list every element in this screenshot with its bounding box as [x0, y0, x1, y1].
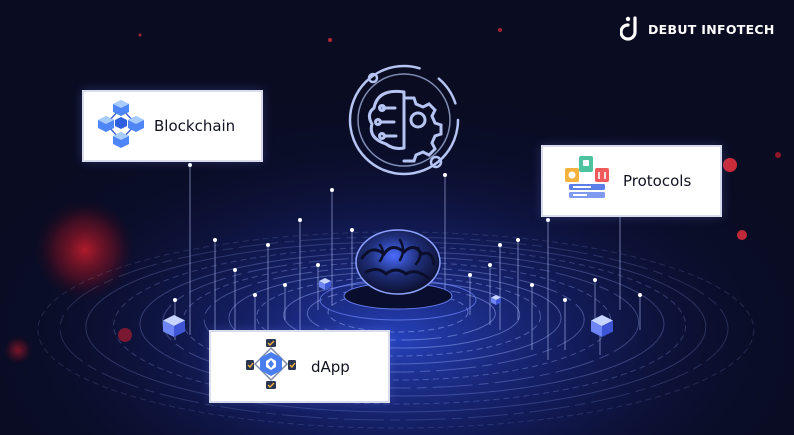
- light-pin-dot: [516, 238, 520, 242]
- floating-cube: [491, 295, 501, 305]
- brain-hologram: [355, 229, 441, 295]
- light-pin-dot: [233, 268, 237, 272]
- light-pin-dot: [468, 273, 472, 277]
- protocols-card[interactable]: Protocols: [541, 145, 722, 217]
- light-pin-dot: [266, 243, 270, 247]
- floating-cube: [591, 315, 613, 337]
- protocols-stack-icon: [563, 154, 611, 209]
- brand-header[interactable]: DEBUT INFOTECH: [620, 14, 790, 44]
- light-pin-dot: [488, 263, 492, 267]
- light-pin-dot: [298, 218, 302, 222]
- blockchain-label: Blockchain: [154, 117, 236, 135]
- light-pin-dot: [350, 228, 354, 232]
- ai-brain-gear-icon: [348, 64, 460, 176]
- blockchain-card[interactable]: Blockchain: [82, 90, 263, 162]
- light-pin-dot: [593, 278, 597, 282]
- light-pin-dot: [188, 163, 192, 167]
- orbit-ring: [327, 291, 469, 333]
- light-pin-dot: [498, 243, 502, 247]
- light-pin-dot: [638, 293, 642, 297]
- protocols-label: Protocols: [623, 172, 692, 190]
- floating-cube: [319, 278, 331, 290]
- orbit-ring: [203, 266, 585, 373]
- orbit-ring: [113, 246, 687, 405]
- floating-cube: [163, 315, 185, 337]
- light-pin-dot: [316, 263, 320, 267]
- light-pin-dot: [253, 293, 257, 297]
- light-pin-dot: [443, 173, 447, 177]
- hologram-pedestal: [319, 279, 477, 321]
- light-pin-dot: [173, 298, 177, 302]
- blockchain-cubes-icon: [96, 98, 146, 155]
- orbit-ring: [306, 286, 496, 341]
- dapp-network-icon: [245, 338, 297, 395]
- debut-infotech-logo: [620, 16, 637, 41]
- brand-name: DEBUT INFOTECH: [648, 21, 775, 37]
- light-pin-dot: [546, 218, 550, 222]
- light-pin-dot: [283, 283, 287, 287]
- dapp-card[interactable]: dApp: [209, 330, 390, 403]
- light-pin-dot: [330, 188, 334, 192]
- dapp-label: dApp: [311, 357, 350, 376]
- light-pin-dot: [213, 238, 217, 242]
- light-pin-dot: [563, 298, 567, 302]
- light-pin-dot: [530, 283, 534, 287]
